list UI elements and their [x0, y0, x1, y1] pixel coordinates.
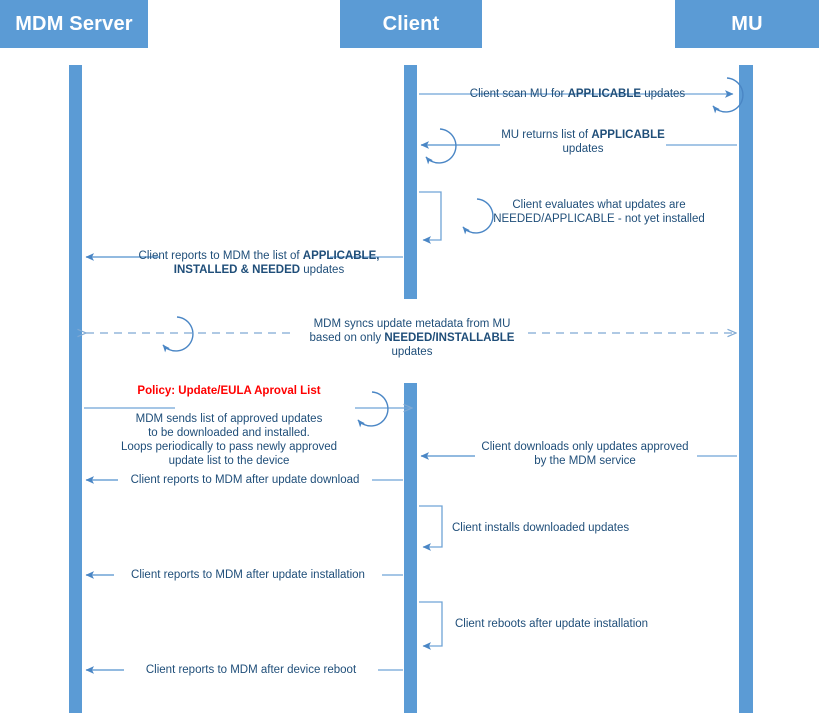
lifeline-client-upper	[404, 65, 417, 299]
message-label-m6: Policy: Update/EULA Aproval List MDM sen…	[90, 370, 368, 468]
participant-label-client: Client	[382, 13, 440, 35]
message-label-m10: Client reports to MDM after update insta…	[131, 569, 365, 581]
participant-label-mdm-server: MDM Server	[15, 13, 133, 35]
lifeline-mdm-server	[69, 65, 82, 713]
participant-header-client[interactable]: Client	[340, 0, 482, 48]
message-label-m8: Client reports to MDM after update downl…	[130, 474, 360, 486]
message-arrow-m9	[419, 505, 443, 551]
message-label-m12: Client reports to MDM after device reboo…	[145, 664, 357, 676]
participant-header-mdm-server[interactable]: MDM Server	[0, 0, 148, 48]
message-arrow-m1	[419, 77, 744, 114]
message-label-m4: Client reports to MDM the list of APPLIC…	[138, 250, 380, 276]
lifeline-client-lower	[404, 383, 417, 713]
message-arrow-m11	[419, 601, 443, 650]
message-arrow-m3	[419, 191, 494, 244]
message-arrow-m2	[420, 128, 737, 165]
message-label-m9: Client installs downloaded updates	[452, 522, 630, 534]
message-label-m11: Client reboots after update installation	[455, 618, 649, 630]
participant-header-mu[interactable]: MU	[675, 0, 819, 48]
lifeline-mu	[739, 65, 753, 713]
message-arrow-m5	[86, 316, 736, 353]
message-arrow-m6	[84, 391, 412, 428]
participant-label-mu: MU	[731, 13, 763, 35]
message-label-m1: Client scan MU for APPLICABLE updates	[469, 88, 686, 100]
policy-note: Policy: Update/EULA Aproval List	[137, 385, 321, 397]
